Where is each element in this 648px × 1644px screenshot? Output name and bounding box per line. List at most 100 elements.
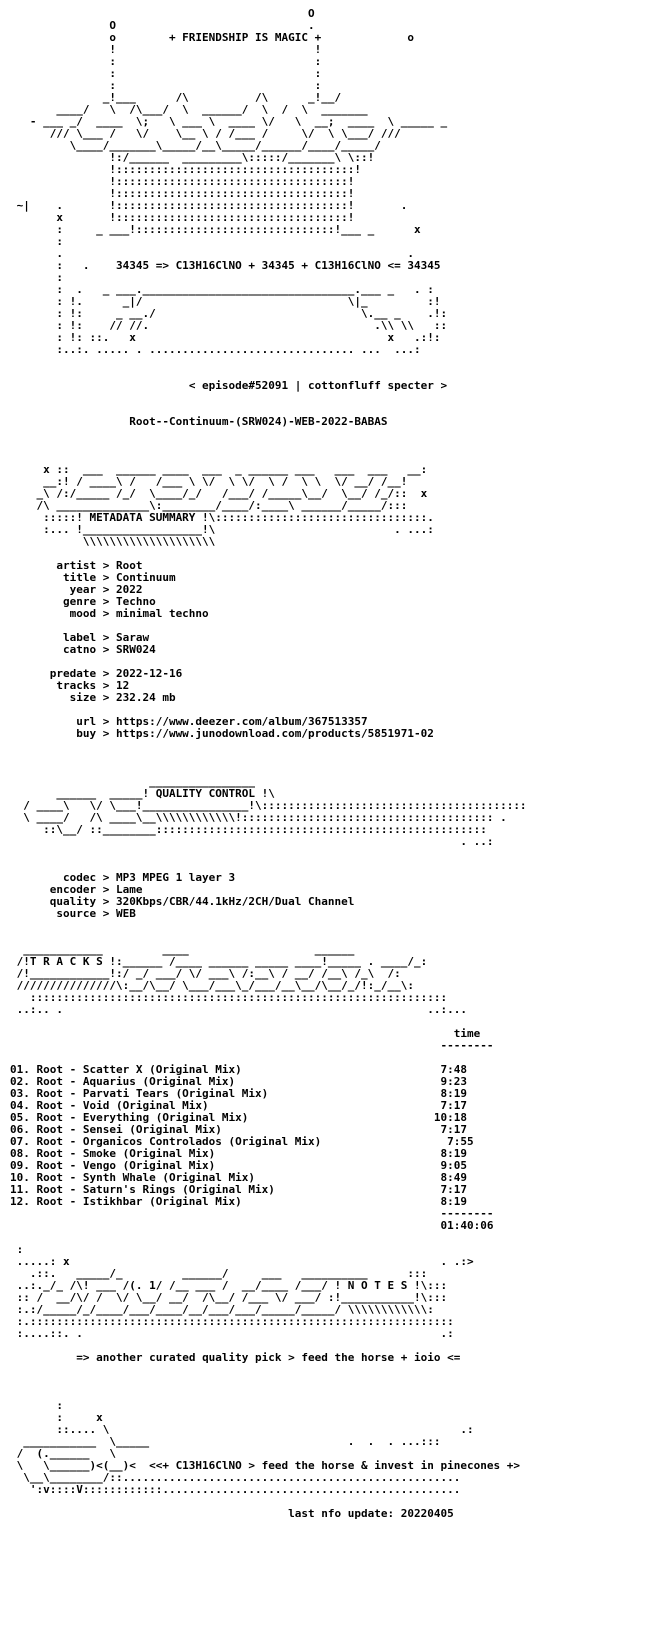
metadata-field-url: url > https://www.deezer.com/album/36751… bbox=[10, 715, 368, 728]
notes-banner-line: .....: x . .:> bbox=[10, 1255, 474, 1268]
header-art-line: !:/______ _________\:::::/_______\ \::! bbox=[10, 151, 375, 164]
notes-banner-line: :.::::::::::::::::::::::::::::::::::::::… bbox=[10, 1315, 454, 1328]
total-time: 01:40:06 bbox=[440, 1219, 494, 1232]
footer-art-line: ::.... \ .: bbox=[10, 1423, 474, 1436]
tracks-banner-line: ::::::::::::::::::::::::::::::::::::::::… bbox=[10, 991, 448, 1004]
metadata-banner-line: :::::! METADATA SUMMARY !\::::::::::::::… bbox=[10, 511, 434, 524]
release-name: Root--Continuum-(SRW024)-WEB-2022-BABAS bbox=[129, 415, 388, 428]
header-art-line: : bbox=[10, 271, 63, 284]
metadata-field: label > Saraw bbox=[10, 631, 150, 644]
header-art-line: : . 34345 => C13H16ClNO + 34345 + C13H16… bbox=[10, 259, 441, 272]
quality-field: source > WEB bbox=[10, 907, 136, 920]
metadata-field-buy: buy > https://www.junodownload.com/produ… bbox=[10, 727, 434, 740]
episode-line: < episode#52091 | cottonfluff specter > bbox=[10, 380, 527, 392]
metadata-field: mood > minimal techno bbox=[10, 607, 209, 620]
metadata-banner-line: __:! / ____\ / /___ \ \/ \ \/ \ / \ \ \/… bbox=[10, 475, 414, 488]
header-art-line: O bbox=[10, 7, 315, 20]
header-art-line: : !: ::. x x .:!: bbox=[10, 331, 441, 344]
footer-art-line: \__\________/::.........................… bbox=[10, 1471, 461, 1484]
header-art-line: ~| . !::::::::::::::::::::::::::::::::::… bbox=[10, 199, 408, 212]
metadata-field: title > Continuum bbox=[10, 571, 176, 584]
total-rule-line: -------- bbox=[10, 1208, 527, 1220]
header-art-line: . . bbox=[10, 247, 414, 260]
track-row: 09. Root - Vengo (Original Mix) 9:05 bbox=[10, 1159, 467, 1172]
footer-art-line: : bbox=[10, 1399, 63, 1412]
track-row: 08. Root - Smoke (Original Mix) 8:19 bbox=[10, 1147, 467, 1160]
notes-banner-line: :....::. . .: bbox=[10, 1327, 454, 1340]
time-header: time bbox=[453, 1027, 481, 1040]
notes-banner-line: :: / __/\/ / \/ \__/ __/ /\__/ /___ \/ _… bbox=[10, 1291, 448, 1304]
header-art-line: : : bbox=[10, 79, 322, 92]
track-row: 11. Root - Saturn's Rings (Original Mix)… bbox=[10, 1183, 467, 1196]
metadata-field: predate > 2022-12-16 bbox=[10, 667, 183, 680]
header-art-line: :..:. ..... . ..........................… bbox=[10, 343, 421, 356]
time-header-line: time bbox=[10, 1028, 527, 1040]
total-rule: -------- bbox=[440, 1207, 494, 1220]
metadata-banner-line: :... !__________________!\ . ...: bbox=[10, 523, 434, 536]
metadata-field: tracks > 12 bbox=[10, 679, 130, 692]
track-row: 05. Root - Everything (Original Mix) 10:… bbox=[10, 1111, 467, 1124]
header-art-line: : !: _ __./ \.__ _ .!: bbox=[10, 307, 448, 320]
header-art-line: : : bbox=[10, 55, 322, 68]
footer-art-line: / (.______ \ bbox=[10, 1447, 116, 1460]
header-art-line: O . bbox=[10, 19, 315, 32]
track-row: 06. Root - Sensei (Original Mix) 7:17 bbox=[10, 1123, 467, 1136]
tracks-banner-line: ..:.. . ..:... bbox=[10, 1003, 467, 1016]
track-row: 07. Root - Organicos Controlados (Origin… bbox=[10, 1135, 474, 1148]
total-time-line: 01:40:06 bbox=[10, 1220, 527, 1232]
header-art-line: : !: // //. .\\ \\ :: bbox=[10, 319, 448, 332]
tracks-banner-line: /!T R A C K S !:______ /____ ______ ____… bbox=[10, 955, 428, 968]
tracks-banner-line: ///////////////\:__/\__/ \___/___\_/___/… bbox=[10, 979, 414, 992]
quality-banner-line: ________________ bbox=[10, 775, 256, 788]
header-art-line: : _ ___!::::::::::::::::::::::::::::::!_… bbox=[10, 223, 421, 236]
header-art-line: !:::::::::::::::::::::::::::::::::::! bbox=[10, 175, 355, 188]
notes-banner-line: :.:/_____/_/____/___/____/__/___/___/___… bbox=[10, 1303, 434, 1316]
header-art-line: : !. _|/ \|_ :! bbox=[10, 295, 441, 308]
footer-art-line: : x bbox=[10, 1411, 103, 1424]
header-art-line: ____/ \ /\___/ \ ______/ \ / \ _______ bbox=[10, 103, 368, 116]
metadata-field: artist > Root bbox=[10, 559, 143, 572]
header-art-line: - ___ _/ ____ \; \ ___ \ ____ \/ \ __; _… bbox=[10, 115, 448, 128]
metadata-banner-line: /\ ______________\:________/____/:____\ … bbox=[10, 499, 408, 512]
notes-banner-line: : bbox=[10, 1243, 24, 1256]
track-row: 02. Root - Aquarius (Original Mix) 9:23 bbox=[10, 1075, 467, 1088]
header-art-line: !:::::::::::::::::::::::::::::::::::! bbox=[10, 187, 355, 200]
header-art-line: \____/_______\_____/__\_____/______/____… bbox=[10, 139, 381, 152]
quality-banner-line: . ..: bbox=[10, 835, 494, 848]
header-art-line: _!___ /\ /\ _!__/ bbox=[10, 91, 342, 104]
metadata-field: genre > Techno bbox=[10, 595, 156, 608]
last-update: last nfo update: 20220405 bbox=[288, 1507, 454, 1520]
header-art-line: : : bbox=[10, 67, 322, 80]
track-row: 03. Root - Parvati Tears (Original Mix) … bbox=[10, 1087, 467, 1100]
last-update-line: last nfo update: 20220405 bbox=[10, 1508, 527, 1520]
quality-banner-line: ::\__/ ::________:::::::::::::::::::::::… bbox=[10, 823, 487, 836]
quality-banner-line: / ____\ \/ \___!________________!\::::::… bbox=[10, 799, 527, 812]
metadata-banner-line: \\\\\\\\\\\\\\\\\\\\ bbox=[10, 535, 216, 548]
quality-banner-line: ______ _____! QUALITY CONTROL !\ bbox=[10, 787, 275, 800]
episode-text: < episode#52091 | cottonfluff specter > bbox=[188, 379, 448, 392]
header-art-line: x !:::::::::::::::::::::::::::::::::::! bbox=[10, 211, 355, 224]
quality-banner-line: \ ____/ /\ ____\__\\\\\\\\\\\\!:::::::::… bbox=[10, 811, 507, 824]
track-row: 12. Root - Istikhbar (Original Mix) 8:19 bbox=[10, 1195, 467, 1208]
metadata-banner-line: x :: ___ ______ ____ ___ _ ______ ___ __… bbox=[10, 463, 428, 476]
track-row: 10. Root - Synth Whale (Original Mix) 8:… bbox=[10, 1171, 467, 1184]
tagline: => another curated quality pick > feed t… bbox=[76, 1351, 461, 1364]
nfo-document: O O . o + FRIENDSHIP IS MAGIC + o ! ! : bbox=[10, 8, 527, 1520]
footer-art-line: \ \______)<(__)< <<+ C13H16ClNO > feed t… bbox=[10, 1459, 520, 1472]
metadata-field: size > 232.24 mb bbox=[10, 691, 176, 704]
header-art-line: : . _ ___.______________________________… bbox=[10, 283, 434, 296]
release-name-line: Root--Continuum-(SRW024)-WEB-2022-BABAS bbox=[10, 416, 527, 428]
metadata-field: year > 2022 bbox=[10, 583, 143, 596]
tagline-line: => another curated quality pick > feed t… bbox=[10, 1352, 527, 1364]
metadata-banner-line: _\ /:/_____ /_/ \____/_/ /___/ /_____\__… bbox=[10, 487, 428, 500]
track-row: 04. Root - Void (Original Mix) 7:17 bbox=[10, 1099, 467, 1112]
track-row: 01. Root - Scatter X (Original Mix) 7:48 bbox=[10, 1063, 467, 1076]
time-rule: -------- bbox=[440, 1039, 494, 1052]
tracks-banner-line: /!____________!:/ _/ ___/ \/ ___\ /:__\ … bbox=[10, 967, 401, 980]
header-art-line: !::::::::::::::::::::::::::::::::::::! bbox=[10, 163, 361, 176]
notes-banner-line: ..:._/_ /\! ___ /(. 1/ /__ ___ / __/____… bbox=[10, 1279, 448, 1292]
time-rule-line: -------- bbox=[10, 1040, 527, 1052]
notes-banner-line: .::. _____/_ ______/ ___ __________ ::: bbox=[10, 1267, 428, 1280]
quality-field: quality > 320Kbps/CBR/44.1kHz/2CH/Dual C… bbox=[10, 895, 355, 908]
footer-art-line: ':v::::V::::::::::::....................… bbox=[10, 1483, 461, 1496]
